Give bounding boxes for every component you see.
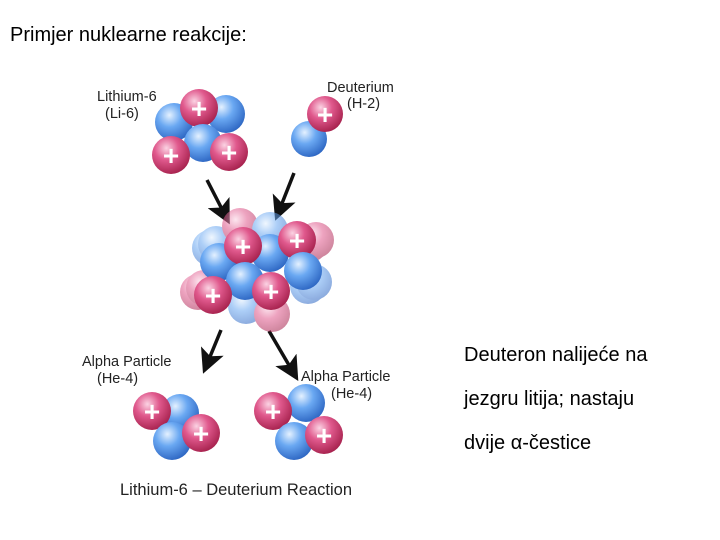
lithium-nucleus: + + +: [152, 89, 248, 174]
lithium-label: Lithium-6 (Li-6): [97, 89, 157, 122]
svg-text:+: +: [191, 93, 207, 124]
proton: [252, 272, 290, 310]
diagram-caption: Lithium-6 – Deuterium Reaction: [120, 481, 352, 499]
svg-text:+: +: [235, 231, 251, 262]
neutron: [284, 252, 322, 290]
svg-text:(He-4): (He-4): [97, 371, 138, 387]
svg-text:+: +: [144, 396, 160, 427]
svg-text:+: +: [289, 225, 305, 256]
proton: [278, 221, 316, 259]
neutron: [153, 422, 191, 460]
alpha-particle-left: + +: [133, 392, 220, 460]
proton: [210, 133, 248, 171]
svg-text:(He-4): (He-4): [331, 386, 372, 402]
neutron: [287, 384, 325, 422]
proton: [224, 227, 262, 265]
proton: [307, 96, 343, 132]
alpha-left-label: Alpha Particle (He-4): [82, 354, 171, 387]
svg-text:Alpha Particle: Alpha Particle: [82, 354, 171, 370]
description-line: Deuteron nalijeće na: [464, 344, 648, 366]
svg-text:+: +: [193, 418, 209, 449]
deuterium-label: Deuterium (H-2): [327, 80, 394, 112]
alpha-right-label: Alpha Particle (He-4): [301, 369, 390, 402]
proton: [194, 276, 232, 314]
arrow-lithium-in: [205, 179, 230, 225]
slide-title: Primjer nuklearne reakcije:: [10, 24, 247, 46]
svg-text:+: +: [265, 396, 281, 427]
svg-text:Alpha Particle: Alpha Particle: [301, 369, 390, 385]
svg-text:+: +: [163, 140, 179, 171]
description-line: jezgru litija; nastaju: [464, 388, 635, 410]
arrow-alpha-right-out: [267, 330, 299, 382]
alpha-particle-right: + +: [254, 384, 343, 460]
description-line: dvije α-čestice: [464, 432, 592, 454]
svg-text:+: +: [317, 99, 333, 130]
compound-nucleus: + + + +: [180, 208, 334, 332]
arrow-alpha-left-out: [201, 329, 224, 374]
svg-text:(H-2): (H-2): [347, 96, 380, 112]
proton: [182, 414, 220, 452]
proton: [254, 392, 292, 430]
proton: [180, 89, 218, 127]
arrow-deuterium-in: [272, 172, 296, 221]
svg-text:Lithium-6: Lithium-6: [97, 89, 157, 105]
svg-text:+: +: [205, 280, 221, 311]
proton: [152, 136, 190, 174]
svg-text:+: +: [316, 420, 332, 451]
svg-text:(Li-6): (Li-6): [105, 106, 139, 122]
proton: [305, 416, 343, 454]
svg-text:Deuterium: Deuterium: [327, 80, 394, 96]
svg-text:+: +: [263, 276, 279, 307]
deuterium-nucleus: +: [291, 96, 343, 157]
proton: [133, 392, 171, 430]
description-text: Deuteron nalijeće na jezgru litija; nast…: [464, 338, 714, 470]
svg-text:+: +: [221, 137, 237, 168]
neutron: [275, 422, 313, 460]
